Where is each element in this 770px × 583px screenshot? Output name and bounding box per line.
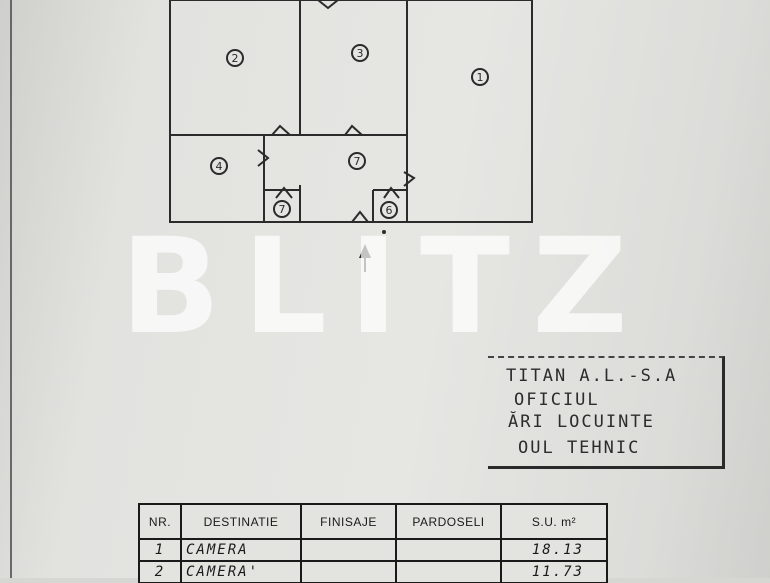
room-marker — [226, 49, 244, 67]
column-header: NR. — [138, 503, 182, 540]
room-number: 7 — [354, 155, 361, 168]
room-number: 6 — [386, 204, 393, 217]
table-row: 2 CAMERA' 11.73 — [138, 560, 608, 583]
rooms-table: NR. DESTINATIE FINISAJE PARDOSELI S.U. m… — [138, 503, 608, 583]
table-cell — [300, 538, 397, 562]
table-cell: CAMERA — [180, 538, 302, 562]
door-mark — [344, 124, 363, 136]
room-marker — [380, 201, 398, 219]
room-marker — [273, 200, 291, 218]
table-header-row: NR. DESTINATIE FINISAJE PARDOSELI S.U. m… — [138, 503, 608, 540]
rooms-table-container: NR. DESTINATIE FINISAJE PARDOSELI S.U. m… — [138, 503, 608, 583]
door-mark — [403, 171, 416, 187]
column-header: PARDOSELI — [395, 503, 502, 540]
room-number: 4 — [216, 160, 223, 173]
entrance-arrow-head — [359, 244, 371, 258]
table-cell: 11.73 — [500, 560, 608, 583]
column-header: S.U. m² — [500, 503, 608, 540]
column-header: DESTINATIE — [180, 503, 302, 540]
official-stamp: TITAN A.L.-S.A OFICIUL ĂRI LOCUINTE OUL … — [488, 356, 725, 469]
stamp-line: OUL TEHNIC — [518, 438, 641, 458]
room-marker — [471, 68, 489, 86]
column-header: FINISAJE — [300, 503, 397, 540]
room-marker — [210, 157, 228, 175]
table-cell: 2 — [138, 560, 182, 583]
watermark-logo: BLITZ — [120, 210, 650, 364]
room-number: 3 — [357, 47, 364, 60]
door-mark — [257, 149, 270, 167]
room-number: 7 — [279, 203, 286, 216]
table-cell: 18.13 — [500, 538, 608, 562]
table-cell: CAMERA' — [180, 560, 302, 583]
outer-wall — [169, 0, 533, 223]
stamp-line: TITAN A.L.-S.A — [506, 366, 678, 386]
table-row: 1 CAMERA 18.13 — [138, 538, 608, 562]
door-mark — [275, 186, 293, 199]
table-cell: 1 — [138, 538, 182, 562]
door-mark — [351, 210, 369, 223]
room-number: 2 — [232, 52, 239, 65]
stamp-line: ĂRI LOCUINTE — [508, 412, 655, 432]
room-marker — [351, 44, 369, 62]
plan-dot — [382, 230, 386, 234]
stamp-line: OFICIUL — [514, 390, 600, 410]
table-cell — [395, 560, 502, 583]
door-mark — [383, 186, 400, 199]
room-marker — [348, 152, 366, 170]
table-cell — [300, 560, 397, 583]
door-mark — [317, 0, 339, 10]
room-number: 1 — [477, 71, 484, 84]
paper-edge-line — [10, 0, 12, 578]
table-cell — [395, 538, 502, 562]
door-mark — [271, 124, 291, 136]
